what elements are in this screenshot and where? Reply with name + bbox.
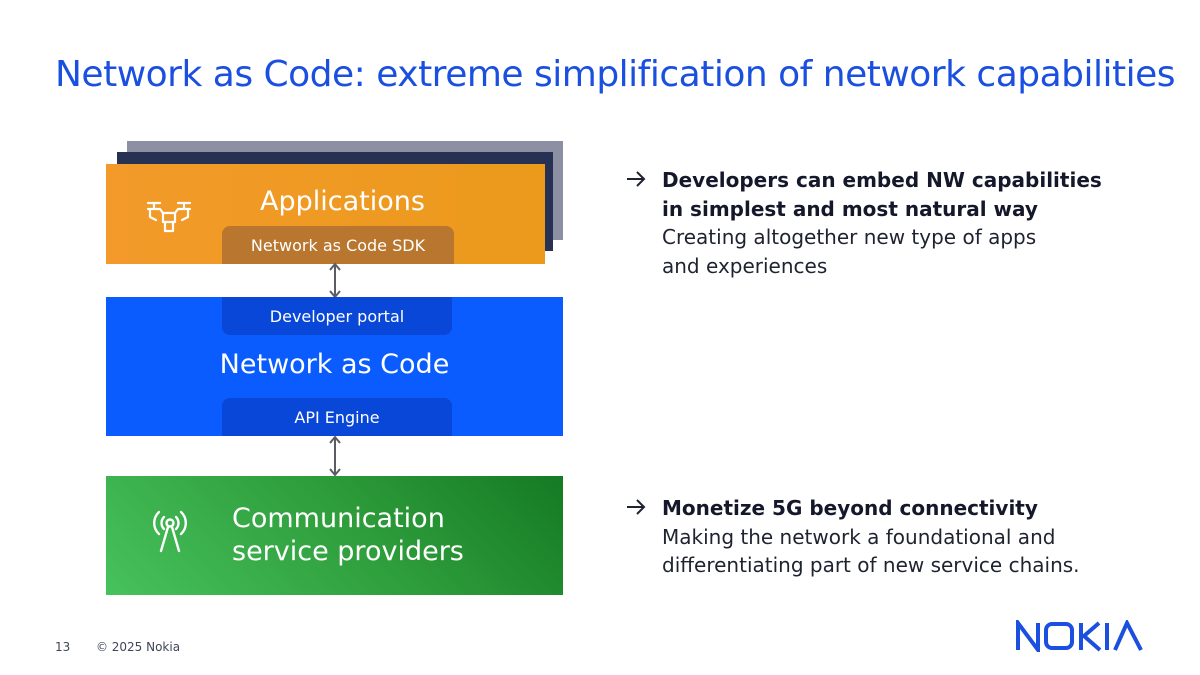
page-number: 13 — [55, 640, 71, 654]
footer: 13 © 2025 Nokia — [55, 640, 180, 654]
csp-layer: Communication service providers — [106, 476, 563, 595]
bullet-body-line: Making the network a foundational and — [662, 524, 1056, 549]
right-arrow-icon — [627, 171, 646, 187]
developer-portal-pill: Developer portal — [222, 297, 452, 335]
applications-label: Applications — [260, 186, 425, 217]
bullet-heading-line: in simplest and most natural way — [662, 196, 1038, 221]
bidirectional-arrow-icon — [329, 435, 341, 477]
bullet-body-line: and experiences — [662, 253, 828, 278]
copyright: © 2025 Nokia — [95, 640, 181, 654]
applications-layer: Applications Network as Code SDK — [106, 164, 545, 264]
bidirectional-arrow-icon — [329, 262, 341, 299]
bullet-text: Monetize 5G beyond connectivity Making t… — [662, 494, 1112, 580]
csp-label: Communication service providers — [232, 502, 464, 568]
api-engine-pill: API Engine — [222, 398, 452, 436]
bullet-heading-line: Monetize 5G beyond connectivity — [662, 496, 1038, 520]
network-as-code-label: Network as Code — [219, 349, 450, 380]
csp-label-line-1: Communication — [232, 503, 445, 534]
sdk-pill: Network as Code SDK — [222, 226, 454, 264]
slide-title: Network as Code: extreme simplification … — [55, 54, 1176, 95]
drone-icon — [146, 201, 192, 233]
bullet-text: Developers can embed NW capabilities in … — [662, 166, 1112, 280]
nokia-logo — [1016, 620, 1143, 652]
network-as-code-layer: Developer portal Network as Code API Eng… — [106, 297, 563, 436]
bullet-body-line: differentiating part of new service chai… — [662, 553, 1080, 577]
bullet-body-line: Creating altogether new type of apps — [662, 225, 1037, 249]
right-arrow-icon — [627, 499, 646, 515]
bullet-heading-line: Developers can embed NW capabilities — [662, 168, 1102, 192]
antenna-icon — [153, 510, 187, 553]
csp-label-line-2: service providers — [232, 536, 464, 567]
